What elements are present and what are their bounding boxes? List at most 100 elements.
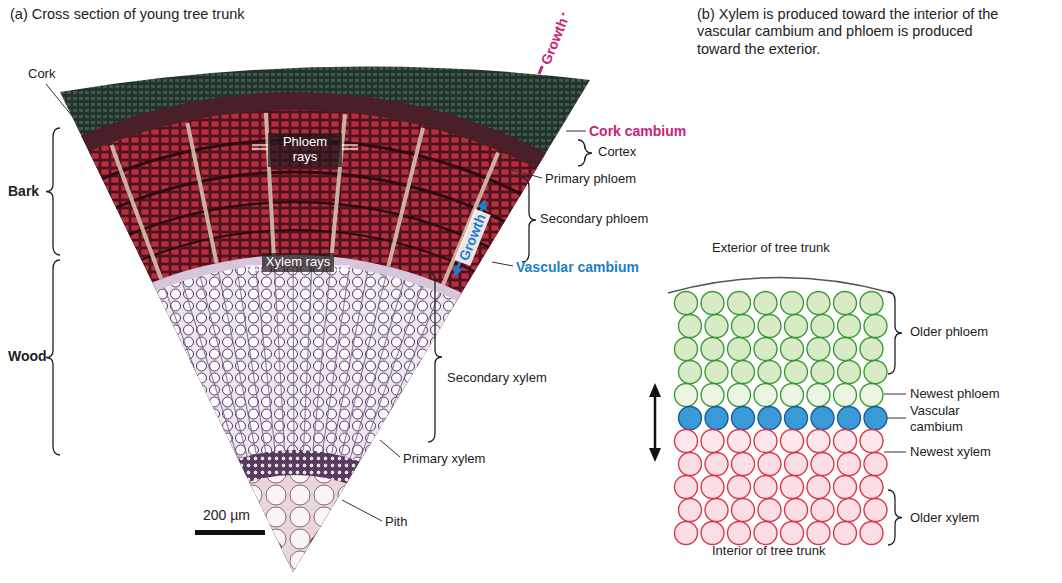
cell bbox=[807, 476, 830, 499]
cell bbox=[860, 384, 883, 407]
part-label: Wood bbox=[8, 348, 47, 365]
cell bbox=[679, 361, 702, 384]
cell bbox=[781, 522, 804, 545]
cell bbox=[728, 430, 751, 453]
cell bbox=[705, 407, 728, 430]
cell bbox=[860, 292, 883, 315]
cell bbox=[785, 407, 808, 430]
cell bbox=[834, 522, 857, 545]
bracket bbox=[888, 490, 902, 545]
part-label: Vascular cambium bbox=[910, 403, 990, 434]
cell bbox=[675, 476, 698, 499]
part-label: Bark bbox=[8, 183, 39, 200]
cell bbox=[807, 338, 830, 361]
cell bbox=[754, 476, 777, 499]
cell bbox=[834, 338, 857, 361]
cambium-layer bbox=[0, 255, 680, 583]
cell bbox=[838, 361, 861, 384]
cell bbox=[675, 430, 698, 453]
cell bbox=[811, 361, 834, 384]
cell bbox=[785, 499, 808, 522]
cell bbox=[807, 292, 830, 315]
part-label: Newest phloem bbox=[910, 386, 1000, 402]
ray-label-box: Xylem rays bbox=[262, 253, 334, 272]
cell bbox=[701, 338, 724, 361]
arrow-head bbox=[649, 383, 661, 397]
part-label: Primary xylem bbox=[403, 451, 485, 467]
leader-line bbox=[46, 84, 72, 116]
part-label: Interior of tree trunk bbox=[712, 543, 825, 559]
part-label: Older phloem bbox=[910, 324, 988, 340]
part-label: Primary phloem bbox=[545, 171, 636, 187]
part-label: Newest xylem bbox=[910, 444, 991, 460]
cell bbox=[758, 453, 781, 476]
bracket bbox=[522, 178, 536, 262]
xylem-ray bbox=[304, 264, 312, 450]
fiber-band bbox=[0, 140, 795, 583]
cell bbox=[834, 430, 857, 453]
ray-leader bbox=[342, 148, 358, 149]
trunk-exterior-arc bbox=[668, 278, 892, 294]
cell bbox=[781, 430, 804, 453]
cell bbox=[728, 384, 751, 407]
ray-leader bbox=[252, 148, 268, 149]
bracket bbox=[578, 140, 592, 166]
ray-leader bbox=[252, 144, 268, 145]
xylem-ray bbox=[218, 272, 256, 454]
cell bbox=[705, 361, 728, 384]
cell bbox=[705, 453, 728, 476]
cell bbox=[754, 522, 777, 545]
phloem-ray bbox=[187, 123, 216, 263]
cell bbox=[781, 292, 804, 315]
bracket bbox=[888, 292, 902, 374]
ray-leader bbox=[334, 265, 350, 266]
xylem-ray bbox=[359, 286, 422, 461]
xylem-ray bbox=[256, 266, 276, 451]
bracket bbox=[46, 260, 60, 455]
cell bbox=[728, 476, 751, 499]
cell bbox=[834, 292, 857, 315]
xylem-ray bbox=[293, 264, 295, 450]
ray-leader bbox=[342, 144, 358, 145]
part-label: Pith bbox=[385, 514, 407, 530]
ray-label: Phloem rays bbox=[271, 135, 339, 165]
cell bbox=[860, 430, 883, 453]
leader-group bbox=[46, 84, 906, 521]
secondary-phloem-layer bbox=[0, 110, 825, 583]
arrow-head bbox=[477, 199, 486, 210]
cell bbox=[679, 407, 702, 430]
xylem-ray bbox=[313, 266, 331, 451]
pith-layer bbox=[130, 475, 460, 583]
bracket bbox=[428, 272, 442, 442]
cell bbox=[864, 453, 887, 476]
part-label: Older xylem bbox=[910, 510, 979, 526]
arrow-head bbox=[649, 448, 661, 462]
fiber-band bbox=[0, 202, 733, 583]
xylem-ray bbox=[182, 281, 238, 458]
brace-group bbox=[46, 128, 902, 545]
cell bbox=[701, 476, 724, 499]
cell bbox=[679, 499, 702, 522]
cell bbox=[785, 361, 808, 384]
cell bbox=[732, 407, 755, 430]
part-label: Cork bbox=[28, 66, 55, 82]
cell bbox=[701, 430, 724, 453]
cell bbox=[860, 522, 883, 545]
part-label: Secondary xylem bbox=[447, 370, 547, 386]
cell bbox=[838, 453, 861, 476]
part-label: Secondary phloem bbox=[540, 211, 648, 227]
cell bbox=[758, 361, 781, 384]
cell bbox=[732, 499, 755, 522]
part-label: Exterior of tree trunk bbox=[712, 240, 830, 256]
scale-bar bbox=[195, 530, 265, 535]
ray-leader bbox=[246, 265, 262, 266]
cell bbox=[811, 315, 834, 338]
cell bbox=[864, 315, 887, 338]
arrow-head bbox=[453, 266, 462, 277]
cell bbox=[754, 292, 777, 315]
cell bbox=[864, 407, 887, 430]
part-label: Cortex bbox=[598, 144, 636, 160]
phloem-ray bbox=[388, 128, 423, 267]
cell bbox=[728, 292, 751, 315]
ray-leader bbox=[246, 269, 262, 270]
